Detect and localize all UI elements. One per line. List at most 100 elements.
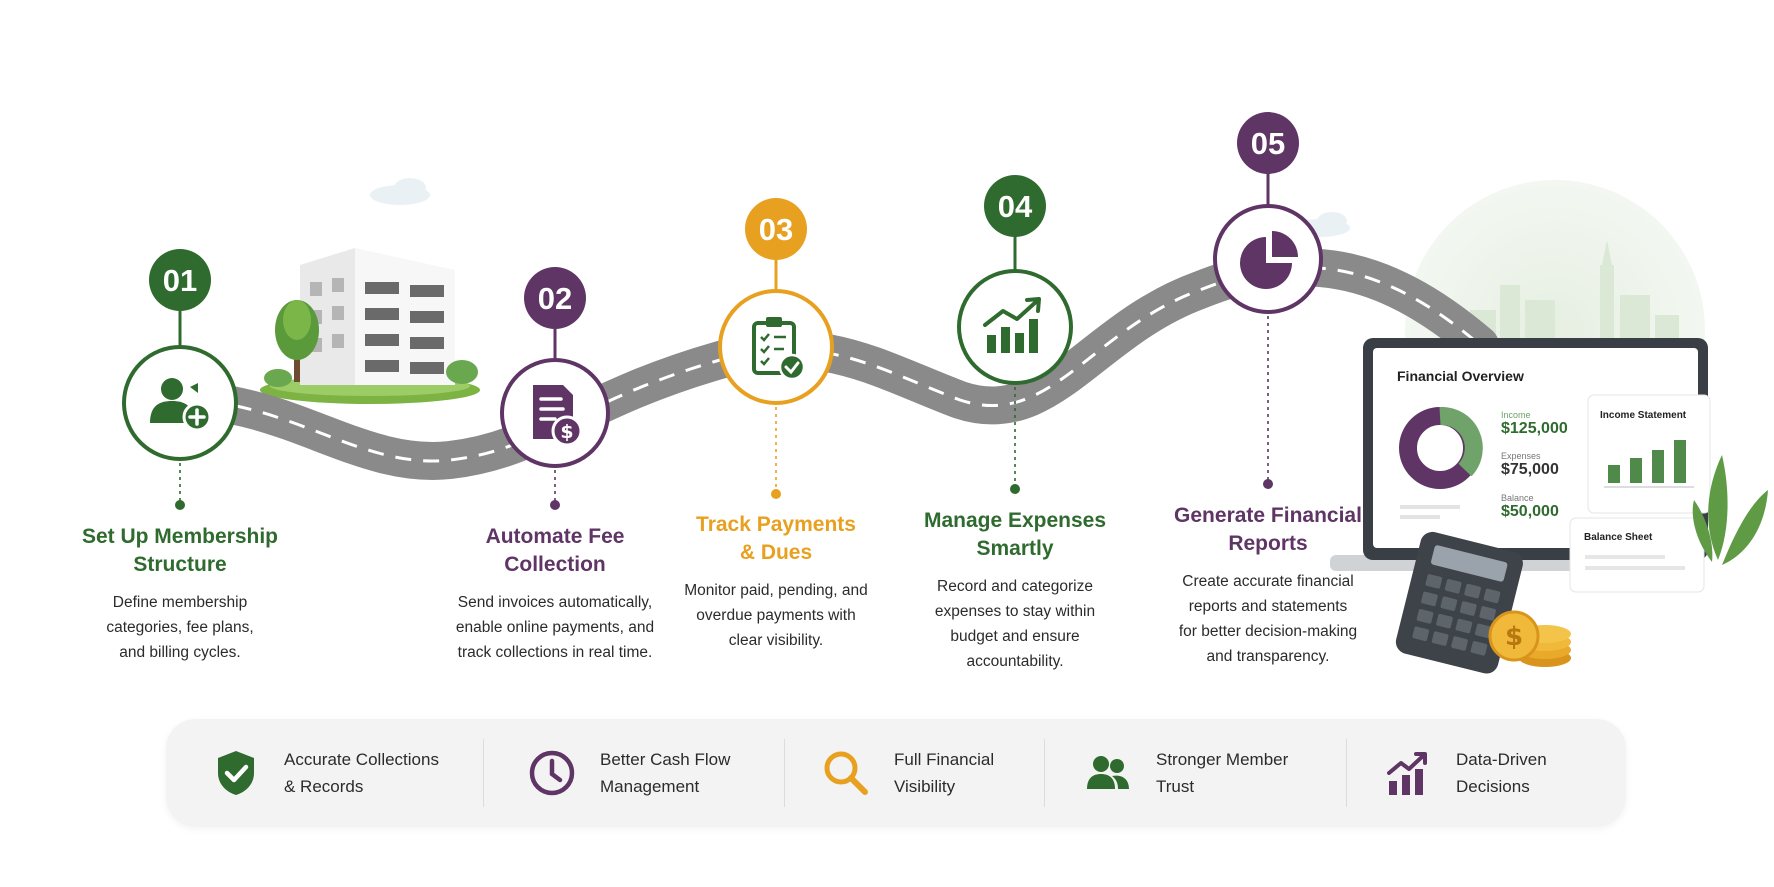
step-description: Define membership categories, fee plans, a… [55,590,305,665]
income-label: Income [1501,410,1531,420]
step-description-line: and billing cycles. [119,644,241,661]
income-value: $125,000 [1501,420,1568,437]
step-description-line: Define membership [112,594,248,611]
benefit-line2: Decisions [1456,777,1530,796]
step-description: Create accurate financial reports and sta… [1143,569,1393,669]
apartment-building-icon [260,248,480,404]
step-dot [1263,479,1273,489]
clipboard-check-icon [752,317,806,381]
financial-dashboard-monitor [1330,338,1711,593]
step-number: 01 [163,263,197,298]
benefit-line2: Trust [1156,777,1195,796]
step-description: Send invoices automatically, enable onlin… [430,590,680,665]
balance-sheet-label: Balance Sheet [1584,532,1653,543]
step-dot [1010,484,1020,494]
coins-icon: $ [1488,610,1571,667]
step-icon-circle [718,289,834,405]
clock-icon [529,750,575,796]
step-number: 05 [1251,126,1285,161]
benefit-divider [1044,739,1045,807]
benefit-line1: Stronger Member [1156,750,1289,769]
growth-chart-icon [983,297,1041,353]
benefit-divider [784,739,785,807]
step-marker-3: 03 [718,198,834,499]
step-description-line: for better decision-making [1178,623,1358,640]
benefit-line2: Management [600,777,700,796]
trend-chart-icon [1387,752,1427,795]
step-description-line: budget and ensure [950,628,1080,645]
step-description-line: reports and statements [1188,598,1348,615]
magnifier-icon [824,751,868,795]
benefit-divider [1346,739,1347,807]
plant-icon [1692,455,1768,565]
users-icon [1087,756,1129,789]
step-number-badge [149,249,211,311]
step-dot [771,489,781,499]
step-description-line: overdue payments with [696,607,856,624]
user-plus-icon [150,378,212,432]
step-markers: 01 02$ 03 04 05 [122,112,1323,510]
bar-chart-icon [1608,440,1686,483]
benefit-line1: Data-Driven [1456,750,1547,769]
step-description-line: accountability. [966,653,1064,670]
benefits-bar: Accurate Collections & Records Better Cas… [166,719,1626,827]
step-title-line1: Generate Financial [1174,504,1362,527]
benefit-line1: Full Financial [894,750,995,769]
step-description: Record and categorize expenses to stay wi… [890,574,1140,674]
step-description-line: expenses to stay within [934,603,1096,620]
expenses-label: Expenses [1501,451,1541,461]
step-marker-5: 05 [1213,112,1323,489]
step-title-line1: Set Up Membership [81,525,279,548]
step-icon-circle [957,269,1073,385]
step-number: 04 [998,189,1033,224]
step-dot [175,500,185,510]
step-marker-2: 02$ [500,267,610,510]
step-title-line2: & Dues [739,541,813,564]
step-title-line1: Track Payments [696,513,856,536]
step-description-line: Create accurate financial [1182,573,1354,590]
step-description-line: Send invoices automatically, [457,594,653,611]
step-description-line: clear visibility. [728,632,824,649]
shield-check-icon [218,751,254,795]
step-description-line: Record and categorize [937,578,1093,595]
pie-chart-icon [1240,231,1298,289]
dashboard-title: Financial Overview [1397,368,1524,384]
svg-text:$: $ [1505,622,1523,652]
step-title-line1: Automate Fee [485,525,625,548]
step-description-line: enable online payments, and [455,619,655,636]
income-statement-label: Income Statement [1600,410,1687,421]
step-title-line1: Manage Expenses [923,509,1107,532]
step-description-line: categories, fee plans, [106,619,254,636]
step-title-line2: Reports [1228,532,1308,555]
step-description-line: and transparency. [1206,648,1330,665]
step-description-line: track collections in real time. [457,644,653,661]
benefit-accurate-collections: Accurate Collections & Records [210,719,464,827]
benefit-divider [483,739,484,807]
svg-text:$: $ [560,421,573,443]
benefit-line2: & Records [284,777,364,796]
step-number-badge [745,198,807,260]
step-title-line2: Collection [504,553,606,576]
step-title: Track Payments & Dues [656,511,896,567]
step-marker-1: 01 [122,249,238,510]
step-title-line2: Structure [133,553,227,576]
cloud-icon [370,178,1350,237]
step-number-badge [984,175,1046,237]
step-icon-circle [1213,204,1323,314]
step-description: Monitor paid, pending, and overdue paymen… [651,578,901,653]
benefit-line1: Accurate Collections [284,750,439,769]
step-title-line2: Smartly [976,537,1054,560]
step-description-line: Monitor paid, pending, and [684,582,868,599]
balance-label: Balance [1501,493,1534,503]
step-dot [550,500,560,510]
step-number: 03 [759,212,793,247]
